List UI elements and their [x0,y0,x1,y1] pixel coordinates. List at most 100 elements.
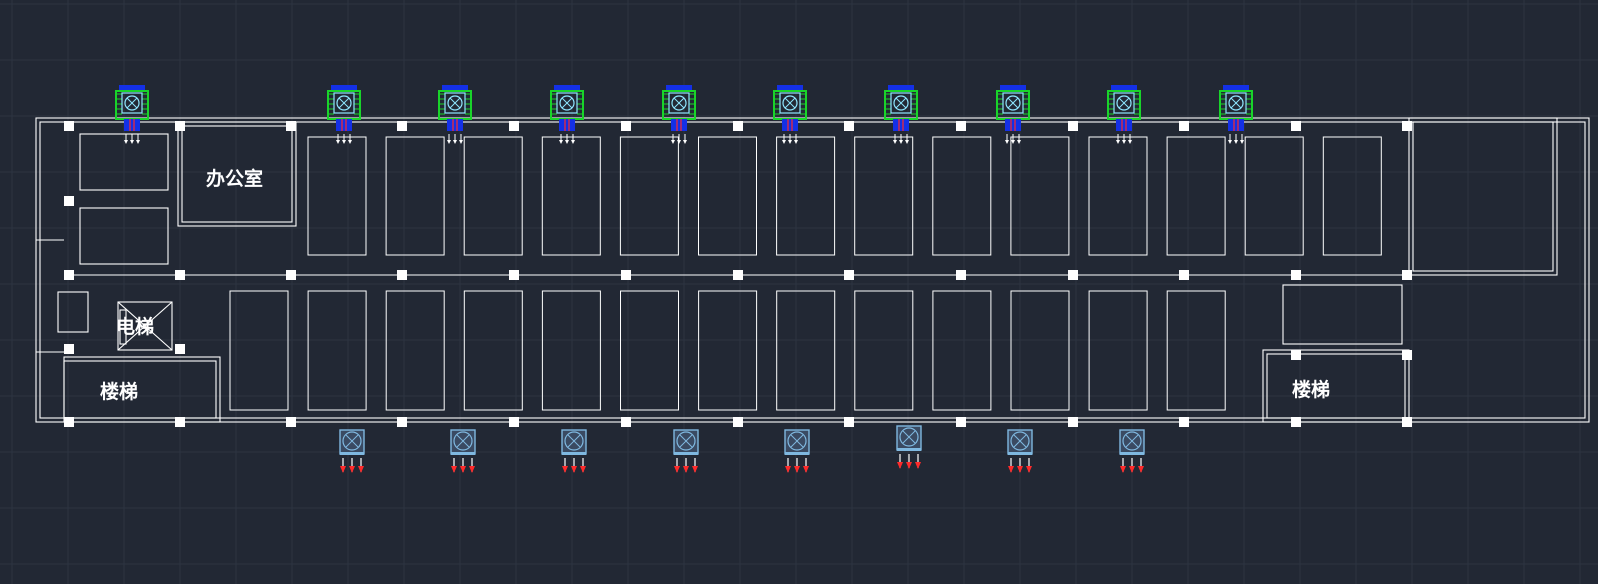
column [621,121,631,131]
column [64,270,74,280]
column [64,417,74,427]
right-stair-label: 楼梯 [1292,378,1330,401]
column [1179,417,1189,427]
pen-upper [1244,136,1304,256]
column [844,121,854,131]
pen-lower [854,290,914,411]
column [1291,350,1301,360]
office-room-inner [181,125,293,223]
right-stair-room-inner [1266,353,1406,419]
pen-upper [385,136,445,256]
pen-grid [229,136,1382,411]
column [509,270,519,280]
column [64,196,74,206]
column [1402,121,1412,131]
column [1068,417,1078,427]
pen-upper [1010,136,1070,256]
pen-upper [619,136,679,256]
pen-lower [932,290,992,411]
pen-upper [1088,136,1148,256]
exhaust-fan-icon [1007,429,1033,473]
column [1179,121,1189,131]
column [956,121,966,131]
evaporative-cooler-icon [773,85,807,144]
column [397,121,407,131]
evaporative-cooler-icon [996,85,1030,144]
evaporative-cooler-icon [1107,85,1141,144]
pen-lower [1088,290,1148,411]
column [286,417,296,427]
evaporative-cooler-icon [662,85,696,144]
column [956,270,966,280]
column [621,270,631,280]
column [733,417,743,427]
column [1402,270,1412,280]
right-stair-room [1262,349,1410,423]
column [956,417,966,427]
column [1291,417,1301,427]
left-small-box [57,291,89,333]
pen-upper [307,136,367,256]
evaporative-cooler-icon [115,85,149,144]
evaporative-cooler-icon [1219,85,1253,144]
left-room-2 [79,207,169,265]
office-label: 办公室 [206,167,263,190]
column [1402,417,1412,427]
exhaust-fan-icon [673,429,699,473]
column [64,121,74,131]
exhaust-fan-icon [784,429,810,473]
top-cooler-row [115,85,1253,144]
column [175,417,185,427]
column [844,270,854,280]
exhaust-fan-icon [1119,429,1145,473]
pen-upper [932,136,992,256]
column [64,344,74,354]
pen-upper [698,136,757,256]
left-stair-room-inner [63,360,217,419]
column [397,417,407,427]
pen-lower [541,290,601,411]
pen-upper [1166,136,1226,256]
column [1068,270,1078,280]
exhaust-fan-icon [339,429,365,473]
column [621,417,631,427]
column [733,270,743,280]
elevator-cross-2 [117,301,173,351]
pen-lower [463,290,523,411]
elevator-label: 电梯 [116,315,154,338]
column [397,270,407,280]
evaporative-cooler-icon [550,85,584,144]
column [286,121,296,131]
outer-wall-inner [39,121,1586,419]
left-stair-room [63,356,221,423]
column [175,344,185,354]
elevator-shaft [117,301,173,351]
evaporative-cooler-icon [327,85,361,144]
column [1068,121,1078,131]
pen-lower [307,290,367,411]
column [509,417,519,427]
left-room-1 [79,133,169,191]
pen-upper [854,136,914,256]
column [286,270,296,280]
column [509,121,519,131]
pen-lower [385,290,445,411]
office-room [177,121,297,227]
pen-upper [1322,136,1382,256]
column [175,121,185,131]
column [1402,350,1412,360]
bottom-fan-row [339,425,1145,473]
pen-lower [1010,290,1070,411]
pen-upper [463,136,523,256]
annex-room-inner [1412,121,1554,272]
annex-room [1408,117,1558,276]
structural-columns [64,121,1412,427]
outer-wall [35,117,1590,423]
left-stair-label: 楼梯 [100,380,138,403]
pen-lower [698,290,758,411]
pen-upper [776,136,836,256]
pen-lower [776,290,836,411]
room-labels: 办公室 电梯 楼梯 楼梯 [100,167,1330,403]
